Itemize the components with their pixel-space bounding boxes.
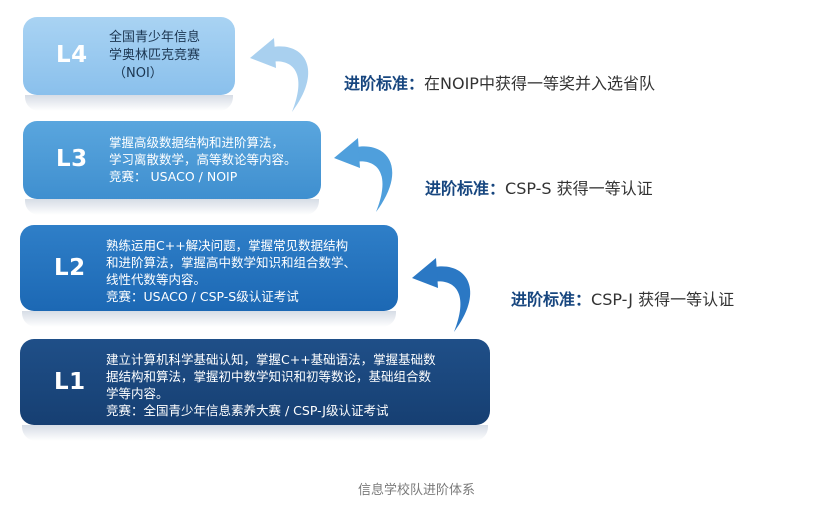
criteria-lead: 进阶标准：: [344, 74, 425, 93]
criteria-l1-to-l2: 进阶标准：CSP-J 获得一等认证: [511, 286, 734, 310]
level-line: 据结构和算法，掌握初中数学知识和初等数论，基础组合数: [106, 369, 432, 384]
figure-caption: 信息学校队进阶体系: [357, 483, 475, 498]
criteria-lead: 进阶标准：: [425, 179, 506, 198]
level-line: 线性代数等内容。: [106, 272, 207, 287]
level-line: 竞赛：USACO / CSP-S级认证考试: [106, 289, 299, 304]
level-label: L4: [56, 42, 88, 68]
level-description: 掌握高级数据结构和进阶算法， 学习离散数学，高等数论等内容。 竞赛： USACO…: [109, 134, 297, 185]
level-line: 学奥林匹克竞赛: [109, 48, 201, 63]
level-line: 学习离散数学，高等数论等内容。: [109, 152, 297, 167]
level-description: 全国青少年信息 学奥林匹克竞赛 （NOI）: [109, 29, 200, 83]
level-label: L2: [54, 255, 86, 281]
level-shadow: [25, 95, 233, 111]
level-box-l1: L1 建立计算机科学基础认知，掌握C++基础语法，掌握基础数 据结构和算法，掌握…: [20, 339, 490, 441]
criteria-lead: 进阶标准：: [511, 290, 592, 309]
level-shadow: [22, 425, 488, 441]
level-line: 掌握高级数据结构和进阶算法，: [109, 135, 285, 150]
level-line: 竞赛： USACO / NOIP: [109, 169, 238, 184]
level-label: L1: [54, 369, 86, 395]
level-line: 和进阶算法，掌握高中数学知识和组合数学、: [106, 255, 357, 270]
criteria-l2-to-l3: 进阶标准：CSP-S 获得一等认证: [425, 175, 653, 199]
level-line: 熟练运用C++解决问题，掌握常见数据结构: [106, 238, 349, 253]
level-box-l4: L4 全国青少年信息 学奥林匹克竞赛 （NOI）: [23, 17, 235, 111]
level-shadow: [25, 199, 319, 215]
level-description: 熟练运用C++解决问题，掌握常见数据结构 和进阶算法，掌握高中数学知识和组合数学…: [106, 237, 356, 305]
criteria-l3-to-l4: 进阶标准：在NOIP中获得一等奖并入选省队: [344, 70, 655, 94]
curved-arrow-icon: [412, 258, 471, 332]
criteria-text: CSP-S 获得一等认证: [505, 179, 653, 198]
level-label: L3: [56, 146, 88, 172]
criteria-text: CSP-J 获得一等认证: [591, 290, 735, 309]
level-line: 学等内容。: [106, 386, 169, 401]
level-box-l2: L2 熟练运用C++解决问题，掌握常见数据结构 和进阶算法，掌握高中数学知识和组…: [20, 225, 398, 327]
level-box-l3: L3 掌握高级数据结构和进阶算法， 学习离散数学，高等数论等内容。 竞赛： US…: [23, 121, 321, 215]
level-line: 竞赛：全国青少年信息素养大赛 / CSP-J级认证考试: [106, 403, 389, 418]
level-line: 全国青少年信息: [109, 30, 201, 45]
curved-arrow-icon: [250, 38, 309, 112]
level-line: 建立计算机科学基础认知，掌握C++基础语法，掌握基础数: [106, 352, 436, 367]
level-shadow: [22, 311, 396, 327]
level-line: （NOI）: [113, 66, 163, 81]
level-description: 建立计算机科学基础认知，掌握C++基础语法，掌握基础数 据结构和算法，掌握初中数…: [106, 351, 436, 419]
curved-arrow-icon: [334, 138, 393, 212]
criteria-text: 在NOIP中获得一等奖并入选省队: [424, 74, 655, 93]
